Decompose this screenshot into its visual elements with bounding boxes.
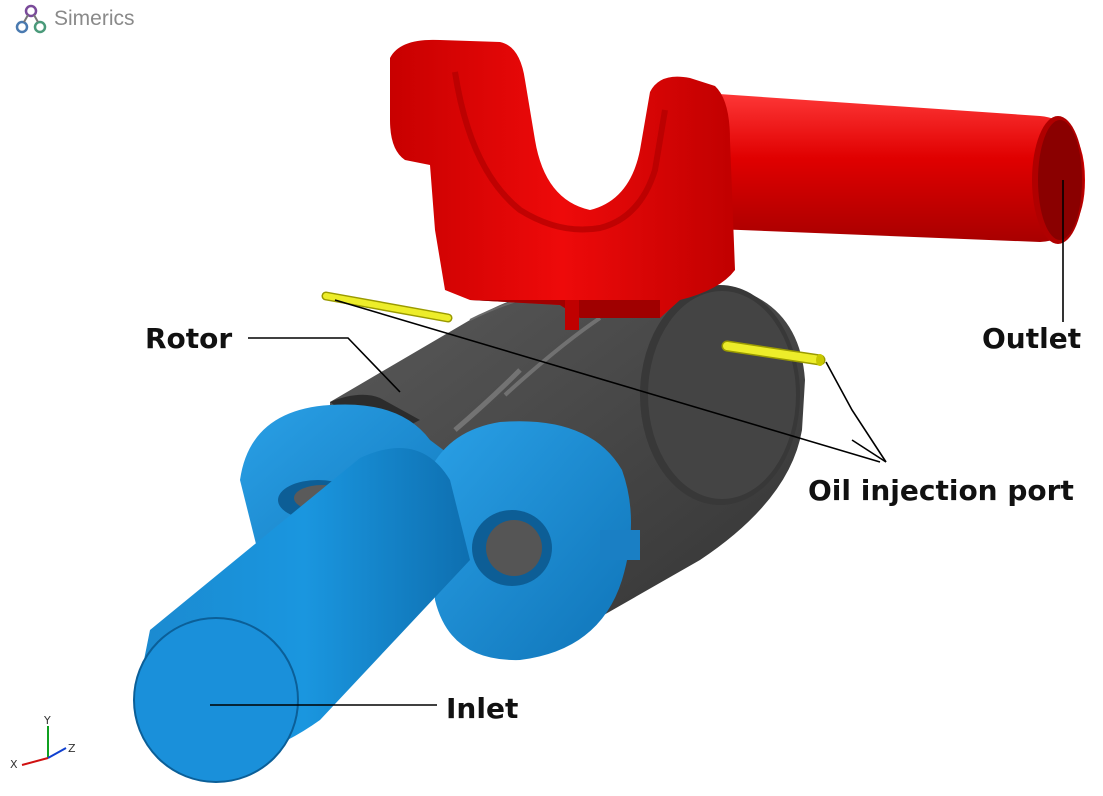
oil-leader-right — [825, 361, 887, 463]
oil-leader-left — [334, 299, 881, 463]
oil-leader-join — [851, 439, 887, 463]
axis-y-label: Y — [43, 714, 51, 727]
simerics-logo-icon — [15, 4, 47, 34]
oil-injection-port-right — [721, 340, 826, 366]
rotor-label: Rotor — [145, 322, 233, 355]
oil-injection-port-label: Oil injection port — [808, 474, 1074, 507]
outlet-label: Outlet — [982, 322, 1082, 355]
leader-lines — [210, 180, 1064, 706]
rotor-leader — [248, 337, 401, 393]
axis-z-label: Z — [68, 742, 76, 755]
inlet-label: Inlet — [446, 692, 519, 725]
brand: Simerics — [14, 2, 135, 36]
oil-injection-port-left — [321, 291, 453, 323]
outlet-housing — [390, 39, 1085, 330]
brand-name: Simerics — [54, 7, 135, 30]
inlet-assembly — [133, 404, 640, 783]
axis-triad: Y X Z — [10, 714, 76, 771]
axis-x-label: X — [10, 758, 18, 771]
